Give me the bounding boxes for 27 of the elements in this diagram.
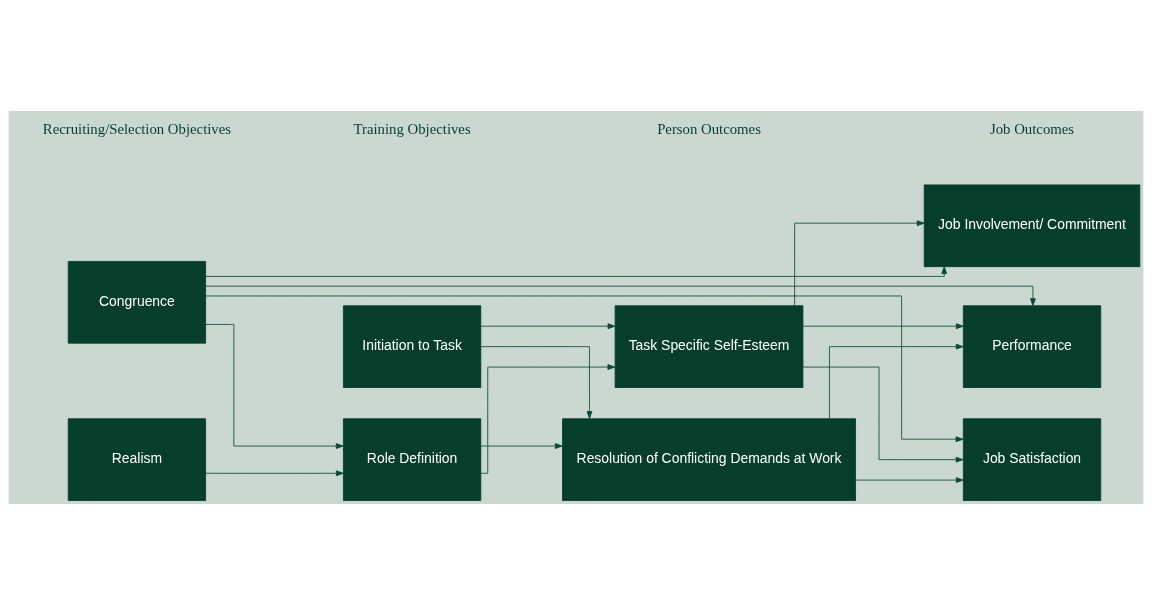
- arrow: [480, 363, 616, 474]
- arrow: [802, 366, 964, 463]
- node-box: Job Involvement/ Commitment: [923, 183, 1141, 267]
- arrow: [205, 323, 344, 449]
- arrow: [855, 476, 964, 483]
- node-box: Initiation to Task: [343, 304, 482, 388]
- node-box: Congruence: [67, 260, 207, 344]
- arrow: [480, 442, 563, 449]
- arrow: [205, 469, 344, 476]
- node-box: Performance: [962, 304, 1102, 388]
- label: Person Outcomes: [657, 120, 761, 137]
- label: Job Outcomes: [990, 120, 1075, 137]
- node-box: Task Specific Self-Esteem: [614, 304, 804, 388]
- arrow: [205, 295, 964, 442]
- label: Training Objectives: [353, 120, 471, 137]
- node-box: Job Satisfaction: [962, 417, 1102, 501]
- arrow: [802, 322, 964, 329]
- arrow: [480, 322, 616, 329]
- node-box: Resolution of Conflicting Demands at Work: [562, 417, 856, 501]
- node-box: Role Definition: [343, 417, 482, 501]
- label: Recruiting/Selection Objectives: [42, 120, 232, 137]
- arrow: [205, 265, 948, 277]
- arrow: [205, 285, 1036, 306]
- arrow: [794, 219, 925, 306]
- arrow: [829, 343, 964, 419]
- arrow: [480, 345, 593, 419]
- node-box: Realism: [67, 417, 207, 501]
